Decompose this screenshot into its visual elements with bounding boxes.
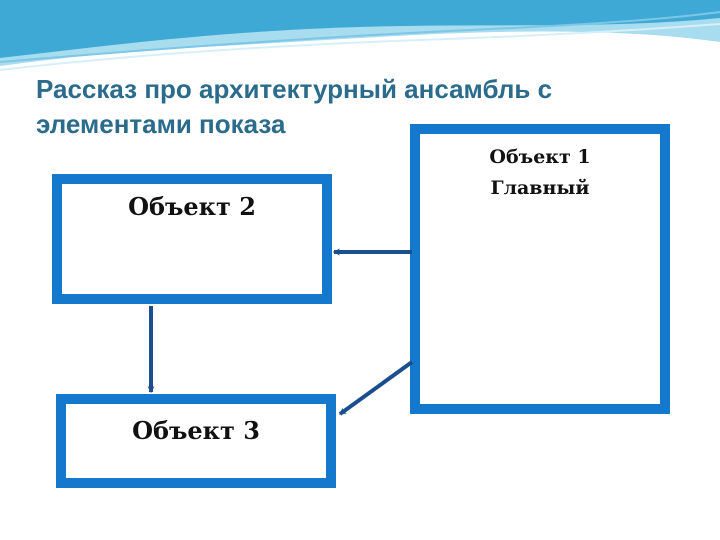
object-3-box: Объект 3	[56, 394, 336, 488]
object-1-box: Объект 1 Главный	[410, 124, 670, 414]
object-1-sublabel: Главный	[490, 177, 590, 199]
object-1-label: Объект 1	[489, 146, 591, 168]
object-2-box: Объект 2	[52, 174, 332, 304]
object-2-label: Объект 2	[128, 192, 256, 221]
wave-highlight-line-2	[0, 11, 720, 63]
header-wave-decoration	[0, 0, 720, 71]
arrow-object1-to-object3	[338, 360, 414, 416]
object-3-label: Объект 3	[132, 416, 260, 445]
wave-main-band	[0, 0, 720, 58]
slide-title: Рассказ про архитектурный ансамбль с эле…	[36, 74, 553, 139]
wave-highlight-line	[0, 23, 720, 71]
